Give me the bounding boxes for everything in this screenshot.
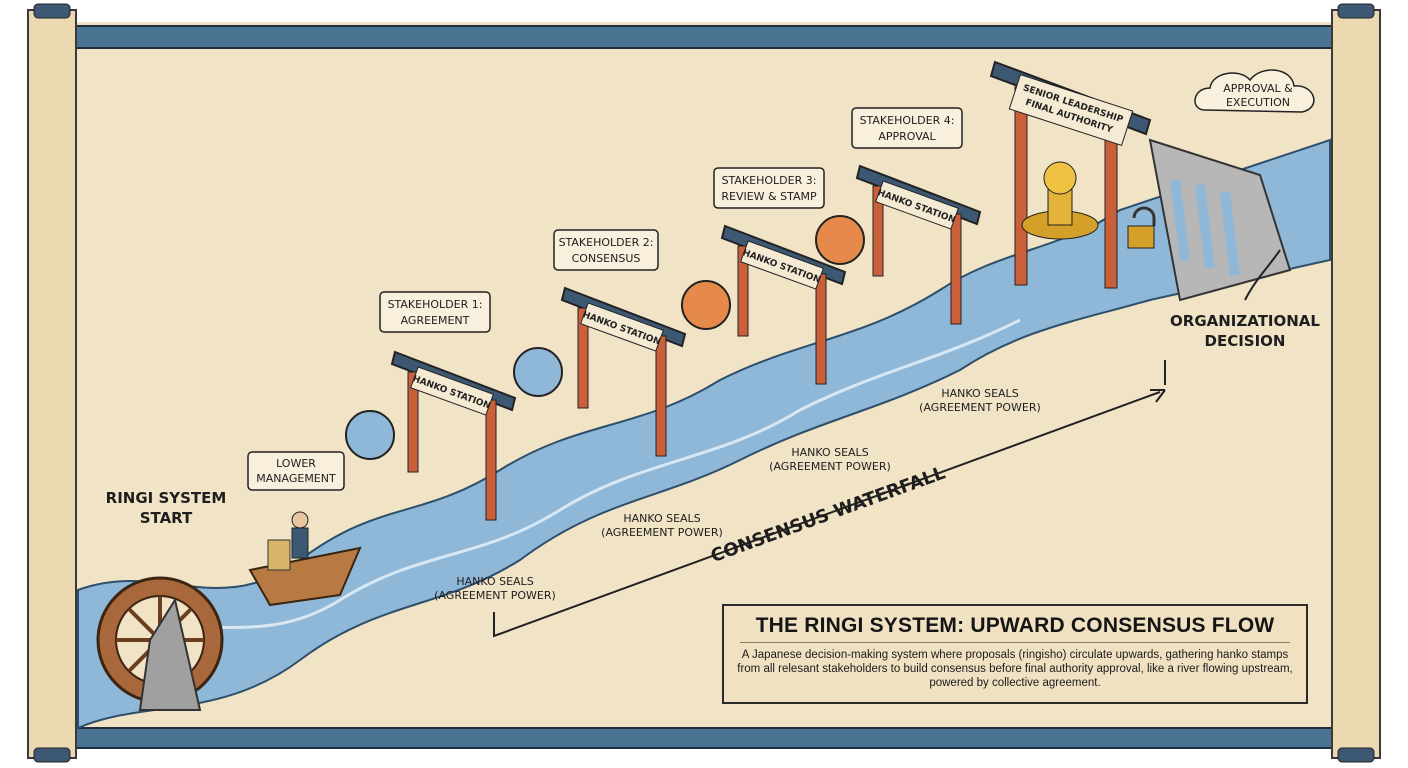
svg-text:STAKEHOLDER 2:: STAKEHOLDER 2: [559, 236, 654, 249]
stakeholder-callout: STAKEHOLDER 4: APPROVAL [851, 107, 963, 149]
start-label: START [140, 509, 193, 527]
svg-text:STAKEHOLDER 4:: STAKEHOLDER 4: [860, 114, 955, 127]
start-label: RINGI SYSTEM [106, 489, 227, 507]
seal-label: HANKO SEALS [941, 387, 1018, 400]
stakeholder-callout: LOWER MANAGEMENT [247, 451, 345, 491]
seal-label: (AGREEMENT POWER) [919, 401, 1041, 414]
avatar [513, 347, 563, 397]
stakeholder-callout: STAKEHOLDER 3: REVIEW & STAMP [713, 167, 825, 209]
hanko-station-gate [390, 350, 517, 521]
caption-box: THE RINGI SYSTEM: UPWARD CONSENSUS FLOW … [722, 604, 1308, 704]
decision-label: DECISION [1205, 332, 1286, 350]
svg-text:LOWER: LOWER [276, 457, 316, 470]
seal-label: (AGREEMENT POWER) [601, 526, 723, 539]
seal-label: HANKO SEALS [791, 446, 868, 459]
waterwheel-icon [96, 576, 224, 711]
decision-arrow [1244, 249, 1281, 301]
svg-text:MANAGEMENT: MANAGEMENT [256, 472, 336, 485]
hanko-station-gate [720, 224, 847, 385]
river [77, 138, 1331, 730]
svg-text:STAKEHOLDER 3:: STAKEHOLDER 3: [722, 174, 817, 187]
svg-text:AGREEMENT: AGREEMENT [401, 314, 470, 327]
hanko-station-gate [560, 286, 687, 457]
hanko-station-gate [855, 164, 982, 325]
approval-cloud: APPROVAL & EXECUTION [1194, 69, 1315, 113]
svg-text:APPROVAL &: APPROVAL & [1223, 82, 1293, 95]
bottom-bar [39, 727, 1371, 749]
right-roller [1331, 3, 1381, 763]
svg-text:EXECUTION: EXECUTION [1226, 96, 1290, 109]
decision-label: ORGANIZATIONAL [1170, 312, 1320, 330]
seal-label: (AGREEMENT POWER) [769, 460, 891, 473]
svg-text:STAKEHOLDER 1:: STAKEHOLDER 1: [388, 298, 483, 311]
svg-text:REVIEW & STAMP: REVIEW & STAMP [721, 190, 817, 203]
consensus-arrow [493, 391, 1161, 638]
left-roller [27, 3, 77, 763]
final-authority-gate [989, 60, 1152, 289]
seal-label: HANKO SEALS [623, 512, 700, 525]
top-bar [39, 25, 1371, 49]
seal-label: HANKO SEALS [456, 575, 533, 588]
avatar [681, 280, 731, 330]
caption-title: THE RINGI SYSTEM: UPWARD CONSENSUS FLOW [740, 614, 1290, 643]
svg-text:CONSENSUS: CONSENSUS [572, 252, 641, 265]
svg-text:APPROVAL: APPROVAL [878, 130, 936, 143]
stakeholder-callout: STAKEHOLDER 2: CONSENSUS [553, 229, 659, 271]
avatar [345, 410, 395, 460]
caption-body: A Japanese decision-making system where … [737, 649, 1293, 689]
avatar [815, 215, 865, 265]
stakeholder-callout: STAKEHOLDER 1: AGREEMENT [379, 291, 491, 333]
padlock-icon [1127, 206, 1156, 249]
boat-icon [248, 511, 362, 607]
seal-label: (AGREEMENT POWER) [434, 589, 556, 602]
dam [1148, 138, 1292, 302]
